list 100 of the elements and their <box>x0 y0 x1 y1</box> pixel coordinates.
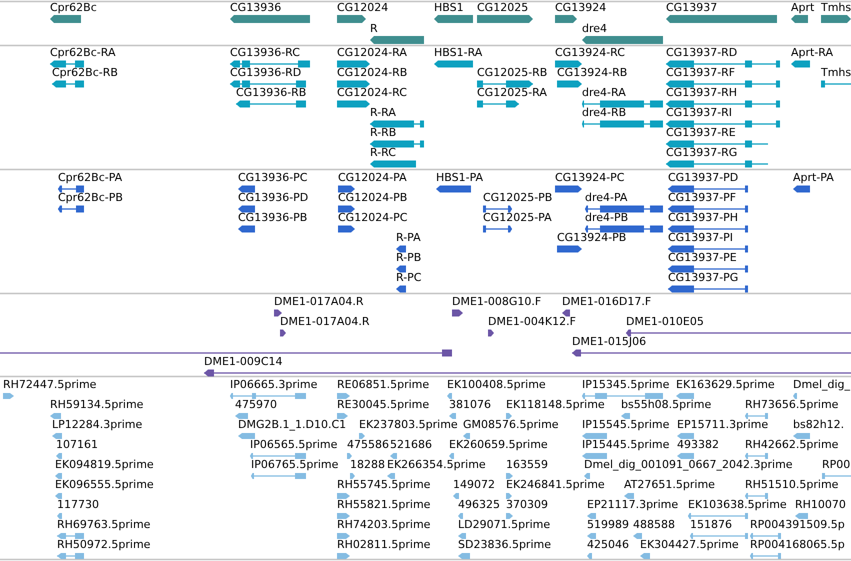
feature-label: CG12024-RB <box>337 66 408 79</box>
feature-label: bs82h12. <box>793 418 844 431</box>
feature-label: CG13924-PC <box>555 171 624 184</box>
feature-label: EK100408.5prime <box>447 378 546 391</box>
feature-label: CG12024-RA <box>337 46 407 59</box>
feature-label: CG13924-RC <box>555 46 625 59</box>
feature-label: RE06851.5prime <box>337 378 430 391</box>
feature-label: CG13936-PD <box>238 191 308 204</box>
feature-label: CG13937-RF <box>666 66 736 79</box>
feature-label: 488588 <box>633 518 675 531</box>
feature-label: CG13937-RE <box>666 126 736 139</box>
feature-label: RH55745.5prime <box>337 478 430 491</box>
feature-label: CG13937-RD <box>666 46 738 59</box>
feature-label: 475586 <box>347 438 389 451</box>
feature-label: RP004168065.5p <box>750 538 845 551</box>
feature-label: EK163629.5prime <box>676 378 775 391</box>
feature-label: CG13937 <box>666 1 718 14</box>
feature-label: Tmhs <box>821 66 851 79</box>
feature-label: LD29071.5prime <box>458 518 550 531</box>
feature-label: IP06665.3prime <box>230 378 318 391</box>
feature-label: RH50972.5prime <box>57 538 150 551</box>
feature-label: HBS1-PA <box>436 171 484 184</box>
feature-label: EP21117.3prime <box>587 498 678 511</box>
feature-label: DME1-017A04.R <box>274 295 364 308</box>
feature-label: Cpr62Bc-PB <box>58 191 123 204</box>
feature-label: CG13924 <box>555 1 606 14</box>
feature-label: Cpr62Bc-RA <box>50 46 116 59</box>
feature-label: Dmel_dig_001091_0667_2042.3prime <box>584 458 793 471</box>
feature-label: CG12024-RC <box>337 86 407 99</box>
feature-label: R-PC <box>396 271 422 284</box>
feature-label: HBS1 <box>434 1 464 14</box>
feature-label: Cpr62Bc-PA <box>58 171 122 184</box>
feature-label: CG13936-RD <box>230 66 302 79</box>
feature-label: Cpr62Bc <box>50 1 97 14</box>
feature-label: CG12025-RB <box>477 66 548 79</box>
feature-label: CG12024-PB <box>338 191 408 204</box>
feature-label: CG13936 <box>230 1 282 14</box>
feature-label: DME1-008G10.F <box>452 295 542 308</box>
feature-label: CG13936-PC <box>238 171 308 184</box>
feature-label: RE30045.5prime <box>337 398 430 411</box>
feature-label: DME1-009C14 <box>204 355 283 368</box>
feature-label: Aprt-RA <box>791 46 834 59</box>
feature-label: IP15445.5prime <box>582 438 670 451</box>
feature-label: CG12025-PB <box>483 191 552 204</box>
feature-label: CG13937-RG <box>666 146 738 159</box>
feature-label: CG13937-PG <box>668 271 738 284</box>
feature-label: DME1-010E05 <box>626 315 704 328</box>
feature-label: GM08576.5prime <box>463 418 559 431</box>
feature-label: Aprt <box>791 1 814 14</box>
feature-label: R-RC <box>370 146 396 159</box>
feature-label: CG13937-PH <box>668 211 738 224</box>
feature-label: 149072 <box>453 478 495 491</box>
feature-label: EK304427.5prime <box>640 538 739 551</box>
feature-label: CG13936-PB <box>238 211 308 224</box>
feature-label: EK094819.5prime <box>55 458 154 471</box>
feature-label: RH10070 <box>795 498 846 511</box>
feature-label: dre4-PB <box>585 211 628 224</box>
feature-label: CG13937-RH <box>666 86 738 99</box>
feature-label: 475970 <box>235 398 277 411</box>
feature-label: AT27651.5prime <box>624 478 715 491</box>
feature-label: 370309 <box>506 498 548 511</box>
feature-label: EK260659.5prime <box>449 438 548 451</box>
feature-label: R-RB <box>370 126 396 139</box>
feature-label: CG13936-RB <box>236 86 306 99</box>
feature-label: DMG2B.1_1.D10.C1 <box>238 418 346 431</box>
feature-label: EK103638.5prime <box>688 498 787 511</box>
feature-label: CG12025-PA <box>483 211 552 224</box>
feature-label: 521686 <box>390 438 432 451</box>
feature-label: DME1-016D17.F <box>562 295 652 308</box>
feature-label: CG13936-RC <box>230 46 300 59</box>
feature-label: CG12025 <box>477 1 528 14</box>
feature-label: R-PA <box>396 231 421 244</box>
feature-label: EP15711.3prime <box>677 418 768 431</box>
feature-label: CG12024-PC <box>338 211 408 224</box>
feature-label: 493382 <box>677 438 719 451</box>
feature-label: RH51510.5prime <box>745 478 838 491</box>
feature-label: R-RA <box>370 106 396 119</box>
feature-label: RH55821.5prime <box>337 498 430 511</box>
feature-label: DME1-017A04.R <box>280 315 370 328</box>
feature-label: CG12024-PA <box>338 171 407 184</box>
feature-label: CG13924-PB <box>557 231 626 244</box>
feature-label: DME1-015J06 <box>572 335 646 348</box>
feature-label: RH72447.5prime <box>3 378 96 391</box>
feature-label: 519989 <box>587 518 629 531</box>
feature-label: R <box>370 22 378 35</box>
feature-label: 18288 <box>350 458 385 471</box>
feature-label: EK237803.5prime <box>359 418 458 431</box>
feature-label: CG13924-RB <box>557 66 628 79</box>
feature-label: dre4-PA <box>585 191 628 204</box>
feature-label: RP00 <box>822 458 850 471</box>
feature-label: RH02811.5prime <box>337 538 430 551</box>
feature-label: EK096555.5prime <box>55 478 154 491</box>
feature-label: CG13937-PI <box>668 231 734 244</box>
feature-label: CG13937-RI <box>666 106 732 119</box>
feature-label: Tmhs <box>821 1 851 14</box>
feature-label: LP12284.3prime <box>52 418 142 431</box>
feature-label: EK118148.5prime <box>506 398 605 411</box>
feature-label: CG12025-RA <box>477 86 547 99</box>
feature-label: IP06765.5prime <box>251 458 338 471</box>
feature-label: Aprt-PA <box>793 171 834 184</box>
